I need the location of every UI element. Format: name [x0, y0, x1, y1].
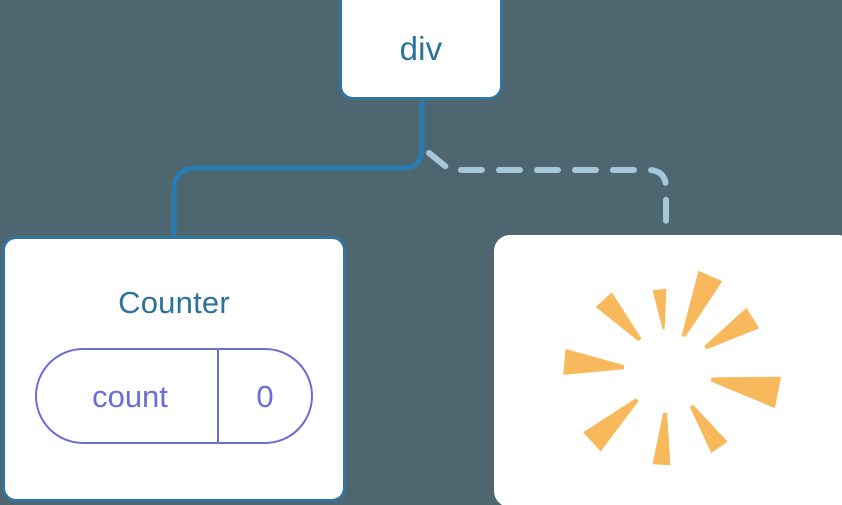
node-div-label: div — [399, 29, 443, 67]
node-counter-label: Counter — [118, 285, 230, 320]
sparkle-burst-icon — [563, 270, 781, 466]
node-counter[interactable]: Counter count 0 — [2, 236, 346, 502]
sparkle-ray-7 — [689, 404, 728, 453]
sparkle-ray-2 — [652, 288, 667, 330]
state-pill-count[interactable]: count 0 — [35, 348, 313, 444]
state-pill-divider — [217, 350, 219, 442]
state-value-label: 0 — [256, 378, 274, 414]
edge-div-to-counter — [171, 97, 425, 241]
node-sparkle[interactable] — [494, 235, 842, 505]
state-key-label: count — [92, 378, 168, 414]
sparkle-ray-1 — [681, 270, 723, 338]
node-div[interactable]: div — [339, 0, 503, 100]
sparkle-ray-4 — [563, 349, 625, 375]
edge-div-to-sparkle — [426, 150, 669, 241]
sparkle-ray-8 — [710, 376, 781, 409]
sparkle-ray-3 — [595, 292, 642, 342]
sparkle-ray-9 — [704, 307, 760, 350]
sparkle-ray-6 — [652, 412, 671, 466]
sparkle-ray-5 — [583, 398, 639, 452]
